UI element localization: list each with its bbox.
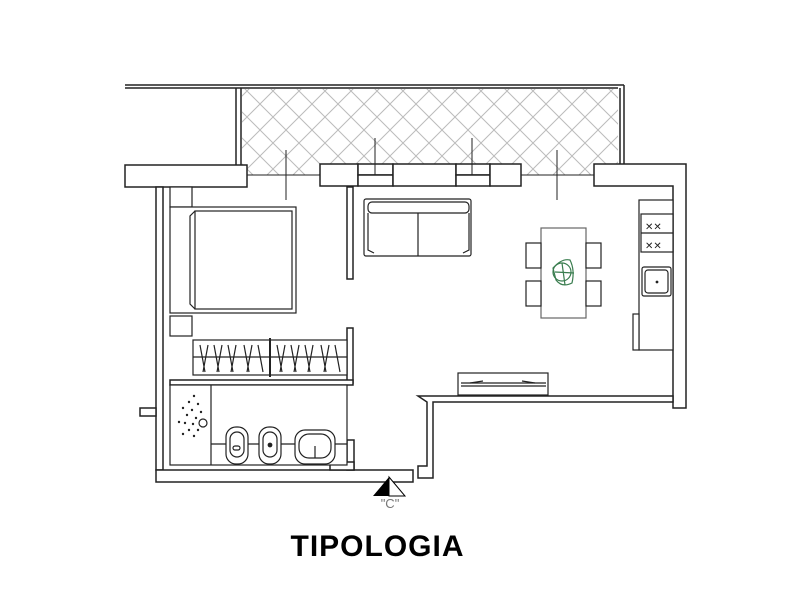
sofa xyxy=(363,198,472,257)
dining-table xyxy=(525,227,602,319)
terrace xyxy=(125,84,625,175)
chair xyxy=(525,280,542,307)
kitchen: ✕✕ ✕✕ xyxy=(632,199,674,351)
oven xyxy=(632,313,640,351)
bathroom xyxy=(169,384,348,466)
view-marker-label: "C" xyxy=(380,496,400,511)
shower xyxy=(177,394,203,438)
wardrobe xyxy=(192,338,348,377)
view-marker-icon xyxy=(373,475,407,497)
window-lines xyxy=(247,138,594,200)
bidet xyxy=(258,426,282,465)
chair xyxy=(585,280,602,307)
drawing-title: TIPOLOGIA xyxy=(290,530,465,563)
bedroom xyxy=(169,186,348,377)
walls xyxy=(124,163,687,483)
washbasin xyxy=(294,429,336,465)
chair xyxy=(585,242,602,269)
svg-text:✕✕: ✕✕ xyxy=(645,241,662,252)
plant xyxy=(552,259,575,286)
sideboard xyxy=(457,372,549,396)
toilet xyxy=(225,426,249,465)
chair xyxy=(525,242,542,269)
svg-text:✕✕: ✕✕ xyxy=(645,222,662,233)
